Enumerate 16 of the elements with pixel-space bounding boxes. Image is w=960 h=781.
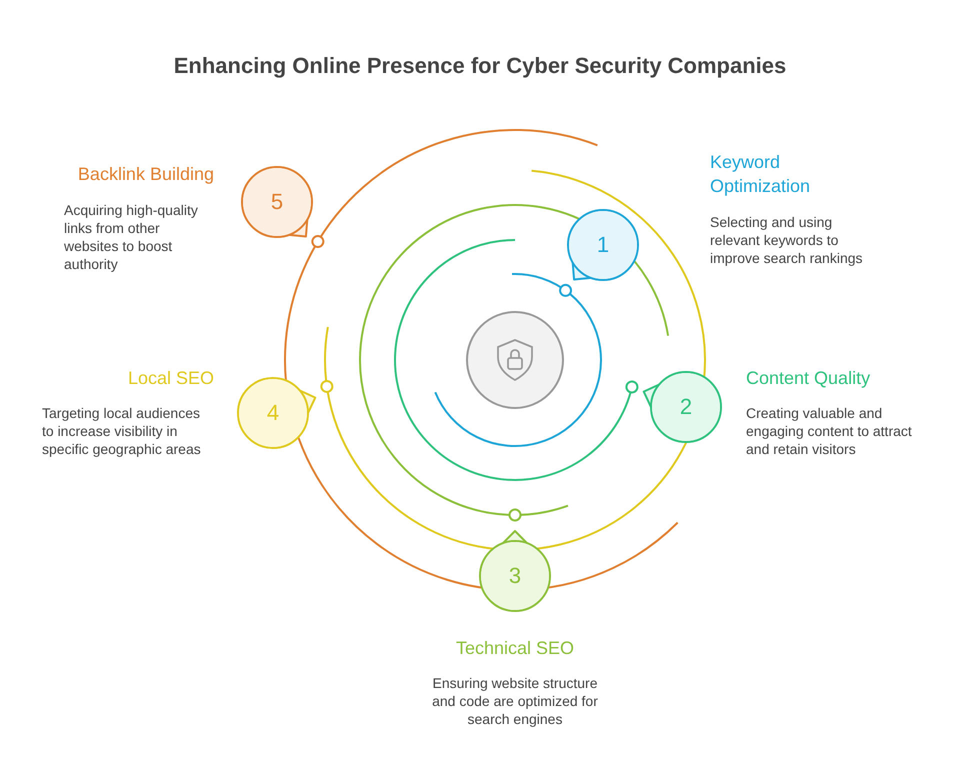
step-heading: Backlink Building	[76, 163, 214, 186]
step-number: 2	[678, 394, 694, 420]
step-heading: Content Quality	[746, 367, 872, 390]
step-number: 5	[270, 189, 284, 215]
step-description: Selecting and using relevant keywords to improve search rankings	[710, 213, 864, 267]
step-number: 3	[508, 563, 522, 589]
step-heading: Technical SEO	[454, 637, 576, 660]
step-description: Acquiring high-quality links from other websites to boost authority	[64, 201, 199, 273]
step-description: Targeting local audiences to increase visibility in specific geographic areas	[42, 404, 202, 458]
step-description: Creating valuable and engaging content to attract and retain visitors	[746, 404, 913, 458]
step-number: 4	[266, 400, 280, 426]
step-number: 1	[596, 232, 610, 258]
step-heading: Local SEO	[126, 367, 214, 390]
step-heading: Keyword Optimization	[710, 151, 812, 198]
step-description: Ensuring website structure and code are optimized for search engines	[431, 674, 599, 728]
diagram-title: Enhancing Online Presence for Cyber Security Companies	[172, 53, 788, 79]
